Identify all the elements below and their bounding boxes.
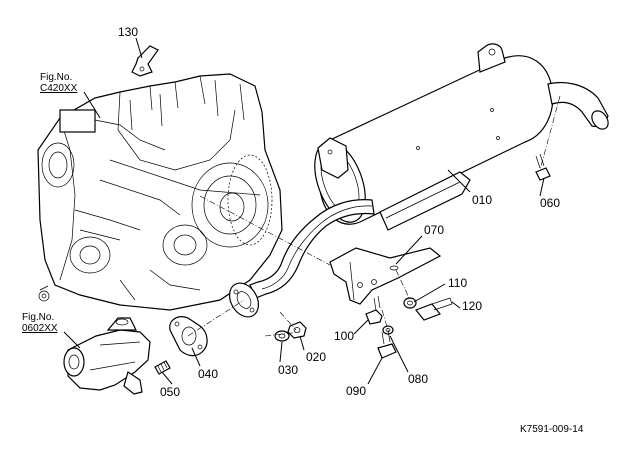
part-label-120: 120 [462, 299, 483, 313]
engine-block-drawing [37, 73, 283, 311]
part-label-030: 030 [278, 363, 299, 377]
part-label-090: 090 [346, 384, 367, 398]
figure-ref-title: Fig.No. [22, 312, 55, 323]
figure-ref-title: Fig.No. [40, 72, 73, 83]
part-label-020: 020 [306, 350, 327, 364]
bolt-120-drawing [415, 297, 453, 321]
gasket-drawing [169, 316, 208, 357]
washer-110-drawing [403, 297, 417, 309]
nut-030-drawing [274, 330, 290, 342]
part-label-080: 080 [408, 372, 429, 386]
part-label-130: 130 [118, 25, 139, 39]
part-label-060: 060 [540, 196, 561, 210]
stud-bolt-drawing [154, 360, 171, 375]
muffler-drawing [314, 43, 609, 231]
part-label-040: 040 [198, 367, 219, 381]
part-label-070: 070 [424, 223, 445, 237]
alignment-lines [187, 95, 561, 337]
figure-ref-code: C420XX [40, 83, 78, 94]
figure-ref-code: 0602XX [22, 323, 58, 334]
part-label-110: 110 [448, 276, 468, 290]
nut-020-drawing [287, 321, 307, 339]
bolt-060-drawing [535, 153, 551, 181]
figure-ref-0602xx: Fig.No. 0602XX [22, 312, 58, 334]
clip-drawing [131, 45, 159, 77]
part-label-050: 050 [160, 385, 181, 399]
part-label-100: 100 [334, 329, 355, 343]
figure-ref-c420xx: Fig.No. C420XX [40, 72, 77, 94]
leader-lines [63, 37, 545, 385]
exhaust-manifold-drawing [63, 317, 151, 395]
drawing-code: K7591-009-14 [520, 424, 584, 435]
bolt-090-drawing [377, 329, 397, 359]
part-label-010: 010 [472, 193, 493, 207]
bolt-100-drawing [365, 295, 383, 325]
bracket-drawing [329, 247, 442, 305]
exhaust-pipe-drawing [228, 199, 375, 318]
